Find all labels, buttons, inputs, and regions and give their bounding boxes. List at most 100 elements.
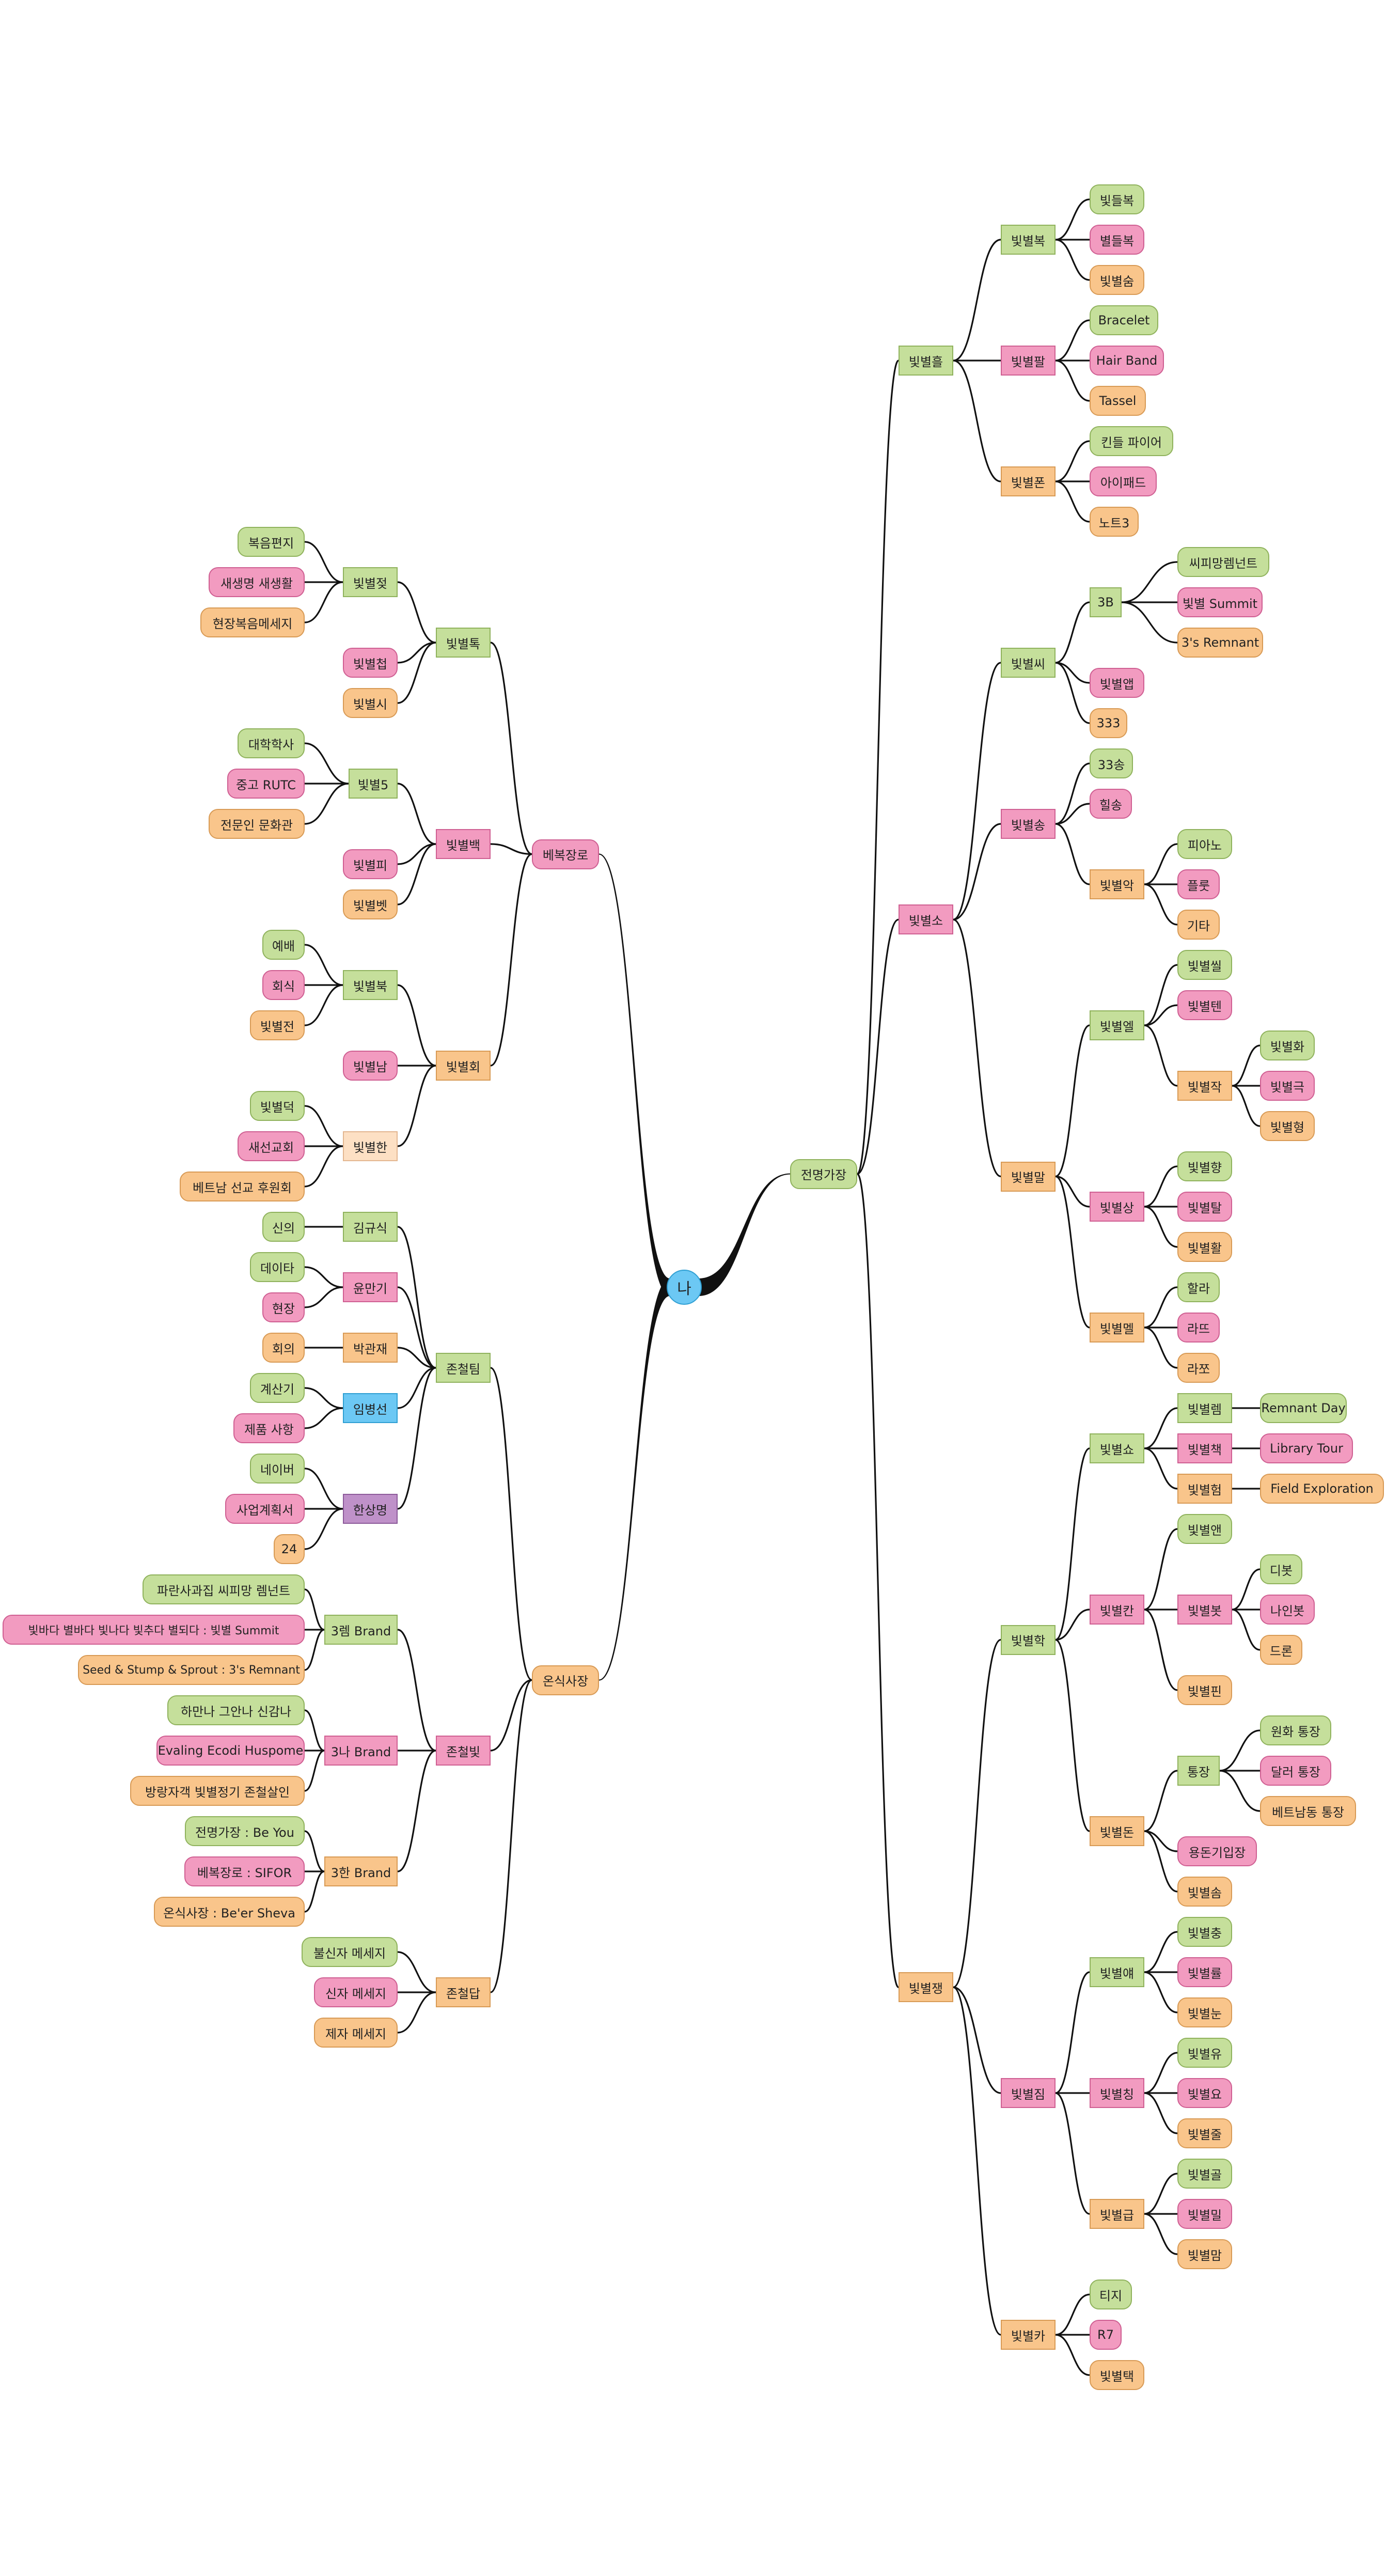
node-빛별요-75[interactable]: 빛별요 (1177, 2078, 1232, 2108)
node-빛별덕-107[interactable]: 빛별덕 (250, 1091, 305, 1121)
node-빛별유-74[interactable]: 빛별유 (1177, 2038, 1232, 2068)
node-빛별소-14[interactable]: 빛별소 (899, 904, 953, 935)
node-베트남동-통장-65[interactable]: 베트남동 통장 (1260, 1796, 1356, 1826)
node-라쪼-44[interactable]: 라쪼 (1177, 1353, 1220, 1383)
node-빛별활-40[interactable]: 빛별활 (1177, 1232, 1232, 1262)
node-빛별충-70[interactable]: 빛별충 (1177, 1917, 1232, 1947)
node-제품-사항-121[interactable]: 제품 사항 (233, 1413, 305, 1443)
node-빛별짐-68[interactable]: 빛별짐 (1001, 2078, 1056, 2108)
node-데이타-115[interactable]: 데이타 (250, 1252, 305, 1282)
node-3한-brand-135[interactable]: 3한 Brand (324, 1856, 398, 1886)
node-tassel-9[interactable]: Tassel (1090, 386, 1146, 416)
node-대학학사-95[interactable]: 대학학사 (238, 728, 305, 758)
node-네이버-123[interactable]: 네이버 (250, 1454, 305, 1484)
node-라뜨-43[interactable]: 라뜨 (1177, 1313, 1220, 1342)
node-빛별급-77[interactable]: 빛별급 (1090, 2199, 1144, 2229)
node-새생명-새생활-89[interactable]: 새생명 새생활 (209, 567, 305, 597)
root-node[interactable]: 나 (667, 1270, 702, 1305)
node-복음편지-88[interactable]: 복음편지 (238, 527, 305, 557)
node-bracelet-7[interactable]: Bracelet (1090, 305, 1158, 335)
node-베복장로-sifor-137[interactable]: 베복장로 : SIFOR (184, 1856, 305, 1886)
node-베트남-선교-후원회-109[interactable]: 베트남 선교 후원회 (180, 1172, 305, 1201)
node-빛별맘-80[interactable]: 빛별맘 (1177, 2239, 1232, 2269)
node-드론-59[interactable]: 드론 (1260, 1635, 1302, 1665)
node-사업계획서-124[interactable]: 사업계획서 (225, 1494, 305, 1524)
node-빛바다-별바다-빛나다-빛추다-별되다-빛별-summit-129[interactable]: 빛바다 별바다 빛나다 빛추다 별되다 : 빛별 Summit (3, 1615, 305, 1645)
node-빛별엘-30[interactable]: 빛별엘 (1090, 1010, 1144, 1040)
node-빛들복-3[interactable]: 빛들복 (1090, 184, 1144, 214)
node-용돈기입장-66[interactable]: 용돈기입장 (1177, 1836, 1257, 1866)
node-빛별칭-73[interactable]: 빛별칭 (1090, 2078, 1144, 2108)
node-새선교회-108[interactable]: 새선교회 (238, 1131, 305, 1161)
node-빛별률-71[interactable]: 빛별률 (1177, 1957, 1232, 1987)
node-할라-42[interactable]: 할라 (1177, 1272, 1220, 1302)
node-박관재-117[interactable]: 박관재 (343, 1333, 398, 1363)
node-3나-brand-131[interactable]: 3나 Brand (324, 1736, 398, 1766)
node-빛별얘-69[interactable]: 빛별얘 (1090, 1957, 1144, 1987)
node-빛별택-84[interactable]: 빛별택 (1090, 2360, 1144, 2390)
node-빛별5-94[interactable]: 빛별5 (349, 769, 398, 799)
node-파란사과집-씨피망-렘넌트-128[interactable]: 파란사과집 씨피망 렘넌트 (143, 1574, 305, 1604)
node-빛별톡-86[interactable]: 빛별톡 (436, 628, 491, 658)
node-전명가장-be-you-136[interactable]: 전명가장 : Be You (185, 1816, 305, 1846)
node-빛별향-38[interactable]: 빛별향 (1177, 1151, 1232, 1181)
node-빛별악-25[interactable]: 빛별악 (1090, 869, 1144, 899)
node-티지-82[interactable]: 티지 (1090, 2280, 1132, 2309)
node-현장복음메세지-90[interactable]: 현장복음메세지 (200, 607, 305, 637)
node-빛별남-105[interactable]: 빛별남 (343, 1051, 398, 1081)
node-계산기-120[interactable]: 계산기 (250, 1373, 305, 1403)
node-빛별피-98[interactable]: 빛별피 (343, 849, 398, 879)
node-field-exploration-53[interactable]: Field Exploration (1260, 1474, 1384, 1504)
node-빛별쟁-45[interactable]: 빛별쟁 (899, 1972, 953, 2003)
node-빛별젖-87[interactable]: 빛별젖 (343, 567, 398, 597)
node-빛별한-106[interactable]: 빛별한 (343, 1131, 398, 1161)
node-온식사장-110[interactable]: 온식사장 (532, 1665, 599, 1695)
node-빛별앤-55[interactable]: 빛별앤 (1177, 1514, 1232, 1544)
node-노트3-13[interactable]: 노트3 (1090, 507, 1139, 537)
node-빛별봇-56[interactable]: 빛별봇 (1177, 1595, 1232, 1625)
node-빛별카-81[interactable]: 빛별카 (1001, 2320, 1056, 2350)
node-빛별험-52[interactable]: 빛별험 (1177, 1474, 1232, 1504)
node-중고-rutc-96[interactable]: 중고 RUTC (227, 769, 305, 799)
node-존철팀-111[interactable]: 존철팀 (436, 1353, 491, 1383)
node-빛별복-2[interactable]: 빛별복 (1001, 225, 1056, 255)
node-나인봇-58[interactable]: 나인봇 (1260, 1595, 1315, 1625)
node-회의-118[interactable]: 회의 (262, 1333, 305, 1363)
node-빛별텐-32[interactable]: 빛별텐 (1177, 990, 1232, 1020)
node-빛별씰-31[interactable]: 빛별씰 (1177, 950, 1232, 980)
node-빛별골-78[interactable]: 빛별골 (1177, 2159, 1232, 2189)
node-힐송-24[interactable]: 힐송 (1090, 789, 1132, 819)
node-3렘-brand-127[interactable]: 3렘 Brand (324, 1615, 398, 1645)
node-아이패드-12[interactable]: 아이패드 (1090, 466, 1157, 496)
node-빛별돈-61[interactable]: 빛별돈 (1090, 1816, 1144, 1846)
node-달러-통장-64[interactable]: 달러 통장 (1260, 1756, 1331, 1786)
node-빛별작-33[interactable]: 빛별작 (1177, 1071, 1232, 1101)
node-플룻-27[interactable]: 플룻 (1177, 869, 1220, 899)
node-빛별눈-72[interactable]: 빛별눈 (1177, 1997, 1232, 2027)
node-evaling-ecodi-huspome-133[interactable]: Evaling Ecodi Huspome (156, 1736, 305, 1766)
node-빛별핀-60[interactable]: 빛별핀 (1177, 1675, 1232, 1705)
node-존철빛-126[interactable]: 존철빛 (436, 1736, 491, 1766)
node-빛별형-36[interactable]: 빛별형 (1260, 1111, 1315, 1141)
node-하만나-그안나-신감나-132[interactable]: 하만나 그안나 신감나 (167, 1695, 305, 1725)
node-빛별화-34[interactable]: 빛별화 (1260, 1031, 1315, 1060)
node-빛별밀-79[interactable]: 빛별밀 (1177, 2199, 1232, 2229)
node-33송-23[interactable]: 33송 (1090, 748, 1133, 778)
node-빛별폰-10[interactable]: 빛별폰 (1001, 466, 1056, 496)
node-빛별전-104[interactable]: 빛별전 (250, 1010, 305, 1040)
node-기타-28[interactable]: 기타 (1177, 910, 1220, 940)
node-3b-16[interactable]: 3B (1090, 587, 1122, 617)
node-333-21[interactable]: 333 (1090, 708, 1127, 738)
node-빛별말-29[interactable]: 빛별말 (1001, 1161, 1056, 1192)
node-빛별벳-99[interactable]: 빛별벳 (343, 889, 398, 919)
node-빛별쇼-47[interactable]: 빛별쇼 (1090, 1433, 1144, 1463)
node-전문인-문화관-97[interactable]: 전문인 문화관 (209, 809, 305, 839)
node-빛별송-22[interactable]: 빛별송 (1001, 809, 1056, 839)
node-킨들-파이어-11[interactable]: 킨들 파이어 (1090, 426, 1173, 456)
node-remnant-day-49[interactable]: Remnant Day (1260, 1393, 1347, 1423)
node-빛별상-37[interactable]: 빛별상 (1090, 1192, 1144, 1222)
node-빛별-summit-18[interactable]: 빛별 Summit (1177, 587, 1263, 617)
node-빛별씨-15[interactable]: 빛별씨 (1001, 648, 1056, 678)
node-빛별탈-39[interactable]: 빛별탈 (1177, 1192, 1232, 1222)
node-r7-83[interactable]: R7 (1090, 2320, 1122, 2350)
